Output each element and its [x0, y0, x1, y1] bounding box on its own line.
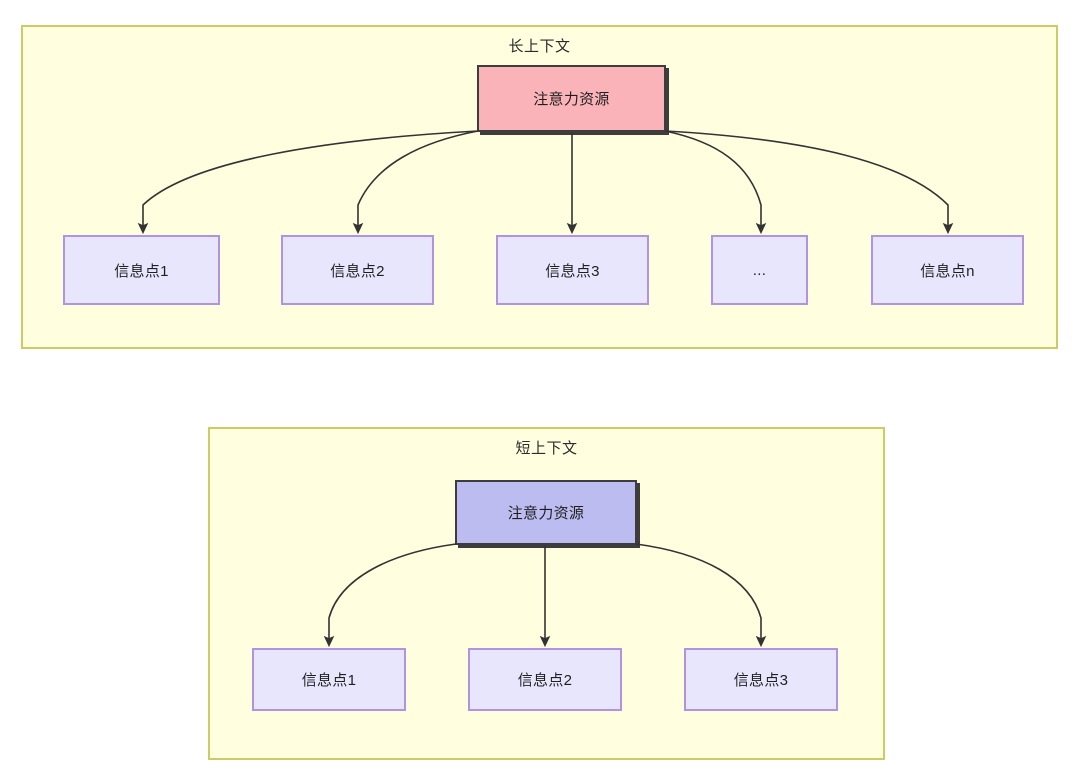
- node-attention-resource-short[interactable]: 注意力资源: [455, 480, 637, 545]
- node-label: 信息点1: [114, 262, 169, 280]
- node-info-point-2-long[interactable]: 信息点2: [281, 235, 434, 305]
- node-label: 信息点n: [920, 262, 975, 280]
- node-info-point-3-short[interactable]: 信息点3: [684, 648, 838, 711]
- node-label: 注意力资源: [507, 505, 585, 522]
- node-label: ...: [752, 261, 767, 279]
- node-label: 注意力资源: [533, 91, 610, 108]
- node-info-point-1-long[interactable]: 信息点1: [63, 235, 220, 305]
- node-info-point-3-long[interactable]: 信息点3: [496, 235, 649, 305]
- node-label: 信息点3: [733, 672, 789, 689]
- node-attention-resource-long[interactable]: 注意力资源: [477, 65, 666, 132]
- group-long-context-title: 长上下文: [508, 38, 571, 55]
- node-info-point-n-long[interactable]: 信息点n: [871, 235, 1024, 305]
- node-info-point-2-short[interactable]: 信息点2: [468, 648, 622, 711]
- node-info-point-ellipsis-long[interactable]: ...: [711, 235, 808, 305]
- node-label: 信息点2: [517, 672, 573, 689]
- node-label: 信息点3: [545, 262, 600, 280]
- node-label: 信息点1: [301, 672, 357, 689]
- node-label: 信息点2: [330, 262, 385, 280]
- group-short-context-title: 短上下文: [515, 440, 578, 457]
- node-info-point-1-short[interactable]: 信息点1: [252, 648, 406, 711]
